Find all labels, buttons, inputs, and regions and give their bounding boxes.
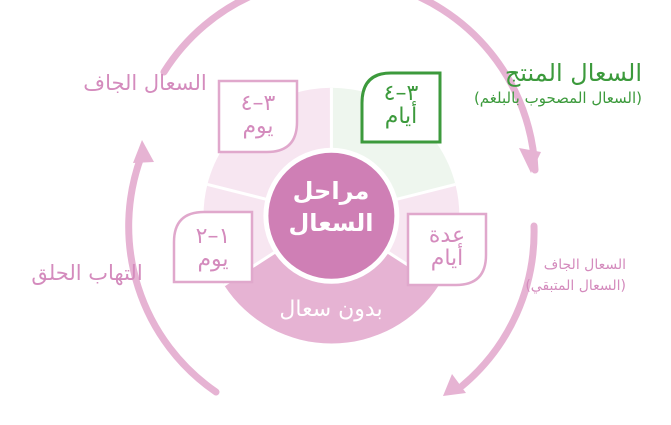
dry-cough-lingering-duration-value: عدة (428, 223, 466, 248)
center-title-line2: السعال (288, 209, 374, 238)
dry-cough-lingering-duration-unit: أيام (430, 246, 464, 272)
chip-productive-cough (360, 71, 442, 144)
dry-cough-early-duration-unit: يوم (242, 114, 274, 140)
dry-cough-early-duration-value: ٣–٤ (240, 91, 276, 116)
center-title-line1: مراحل (292, 177, 370, 205)
no-cough-label: بدون سعال (279, 297, 383, 322)
dry-cough-early-label: السعال الجاف (83, 71, 207, 95)
chip-dry-cough-lingering (406, 212, 488, 287)
productive-cough-title: السعال المنتج (504, 59, 642, 87)
chip-productive-cough-text: ٣–٤ أيام (362, 82, 440, 128)
dry-cough-lingering-label: السعال الجاف (السعال المتبقي) (486, 257, 626, 295)
arrowhead-top-right (519, 148, 541, 173)
sore-throat-duration-value: ١–٢ (195, 224, 231, 249)
chip-sore-throat (172, 210, 254, 284)
productive-cough-subtitle: (السعال المصحوب بالبلغم) (473, 89, 642, 108)
outer-arc-left (125, 153, 220, 396)
chip-sore-throat-text: ١–٢ يوم (174, 225, 252, 271)
productive-cough-duration-unit: أيام (384, 104, 418, 130)
productive-cough-duration-value: ٣–٤ (383, 81, 419, 106)
chip-dry-cough-early-text: ٣–٤ يوم (219, 92, 297, 138)
arrowhead-bottom-right (443, 374, 466, 396)
center-circle (268, 152, 395, 279)
sore-throat-duration-unit: يوم (197, 247, 229, 273)
productive-cough-label: السعال المنتج (السعال المصحوب بالبلغم) (446, 60, 642, 107)
chip-dry-cough-early (217, 79, 299, 154)
arrowhead-left (133, 140, 154, 163)
outer-arc-top (160, 0, 539, 174)
dry-cough-lingering-subtitle: (السعال المتبقي) (525, 278, 626, 295)
chip-dry-cough-lingering-text: عدة أيام (408, 224, 486, 270)
outer-arc-right (458, 222, 538, 390)
sore-throat-label: التهاب الحلق (31, 261, 143, 285)
dry-cough-lingering-title: السعال الجاف (543, 257, 626, 273)
center-title: مراحل السعال (270, 175, 392, 240)
